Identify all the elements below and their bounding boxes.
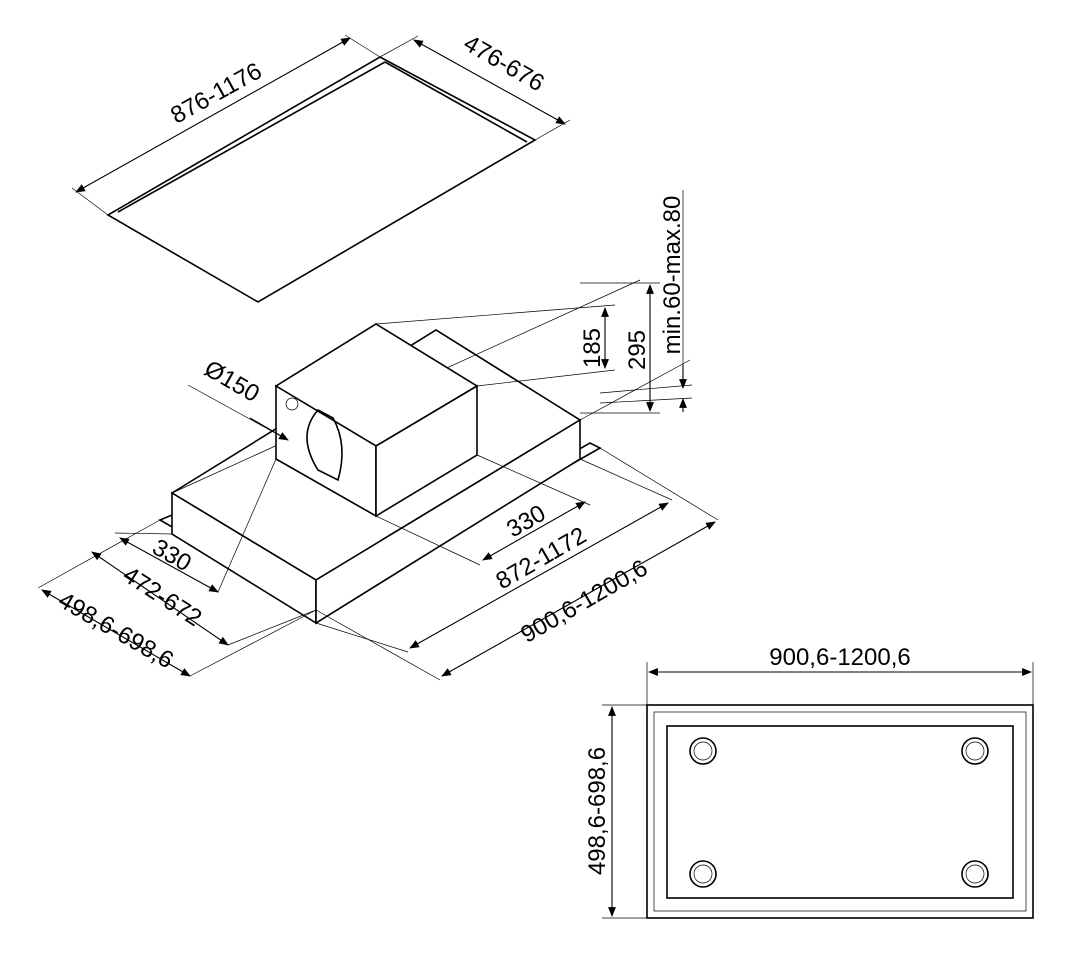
plan-depth-label: 498,6-698,6 [584,747,611,875]
motor-clip-icon [285,397,299,411]
duct-diameter-label: Ø150 [200,355,264,408]
plan-width-label: 900,6-1200,6 [769,644,910,671]
total-height-label: 295 [624,330,651,370]
filter-clip-icon [961,860,989,888]
duct-outlet-icon [306,408,343,482]
filter-clip-icon [689,737,717,765]
cutout-width-label: 872-1172 [491,522,591,595]
motor-height-label: 185 [579,328,606,368]
cooktop-outline [106,56,537,303]
flange-range-label: min.60-max.80 [659,196,686,355]
cutout-depth-label: 472-672 [118,561,207,632]
filter-clip-icon [689,860,717,888]
motor-width-label: 330 [502,500,550,543]
filter-clip-icon [961,737,989,765]
plan-view: 900,6-1200,6 498,6-698,6 [584,644,1034,919]
height-dimensions: 185 295 min.60-max.80 [375,190,693,414]
duct-diameter-dimension: Ø150 [187,355,289,441]
cooktop-depth-label: 476-676 [459,30,549,97]
